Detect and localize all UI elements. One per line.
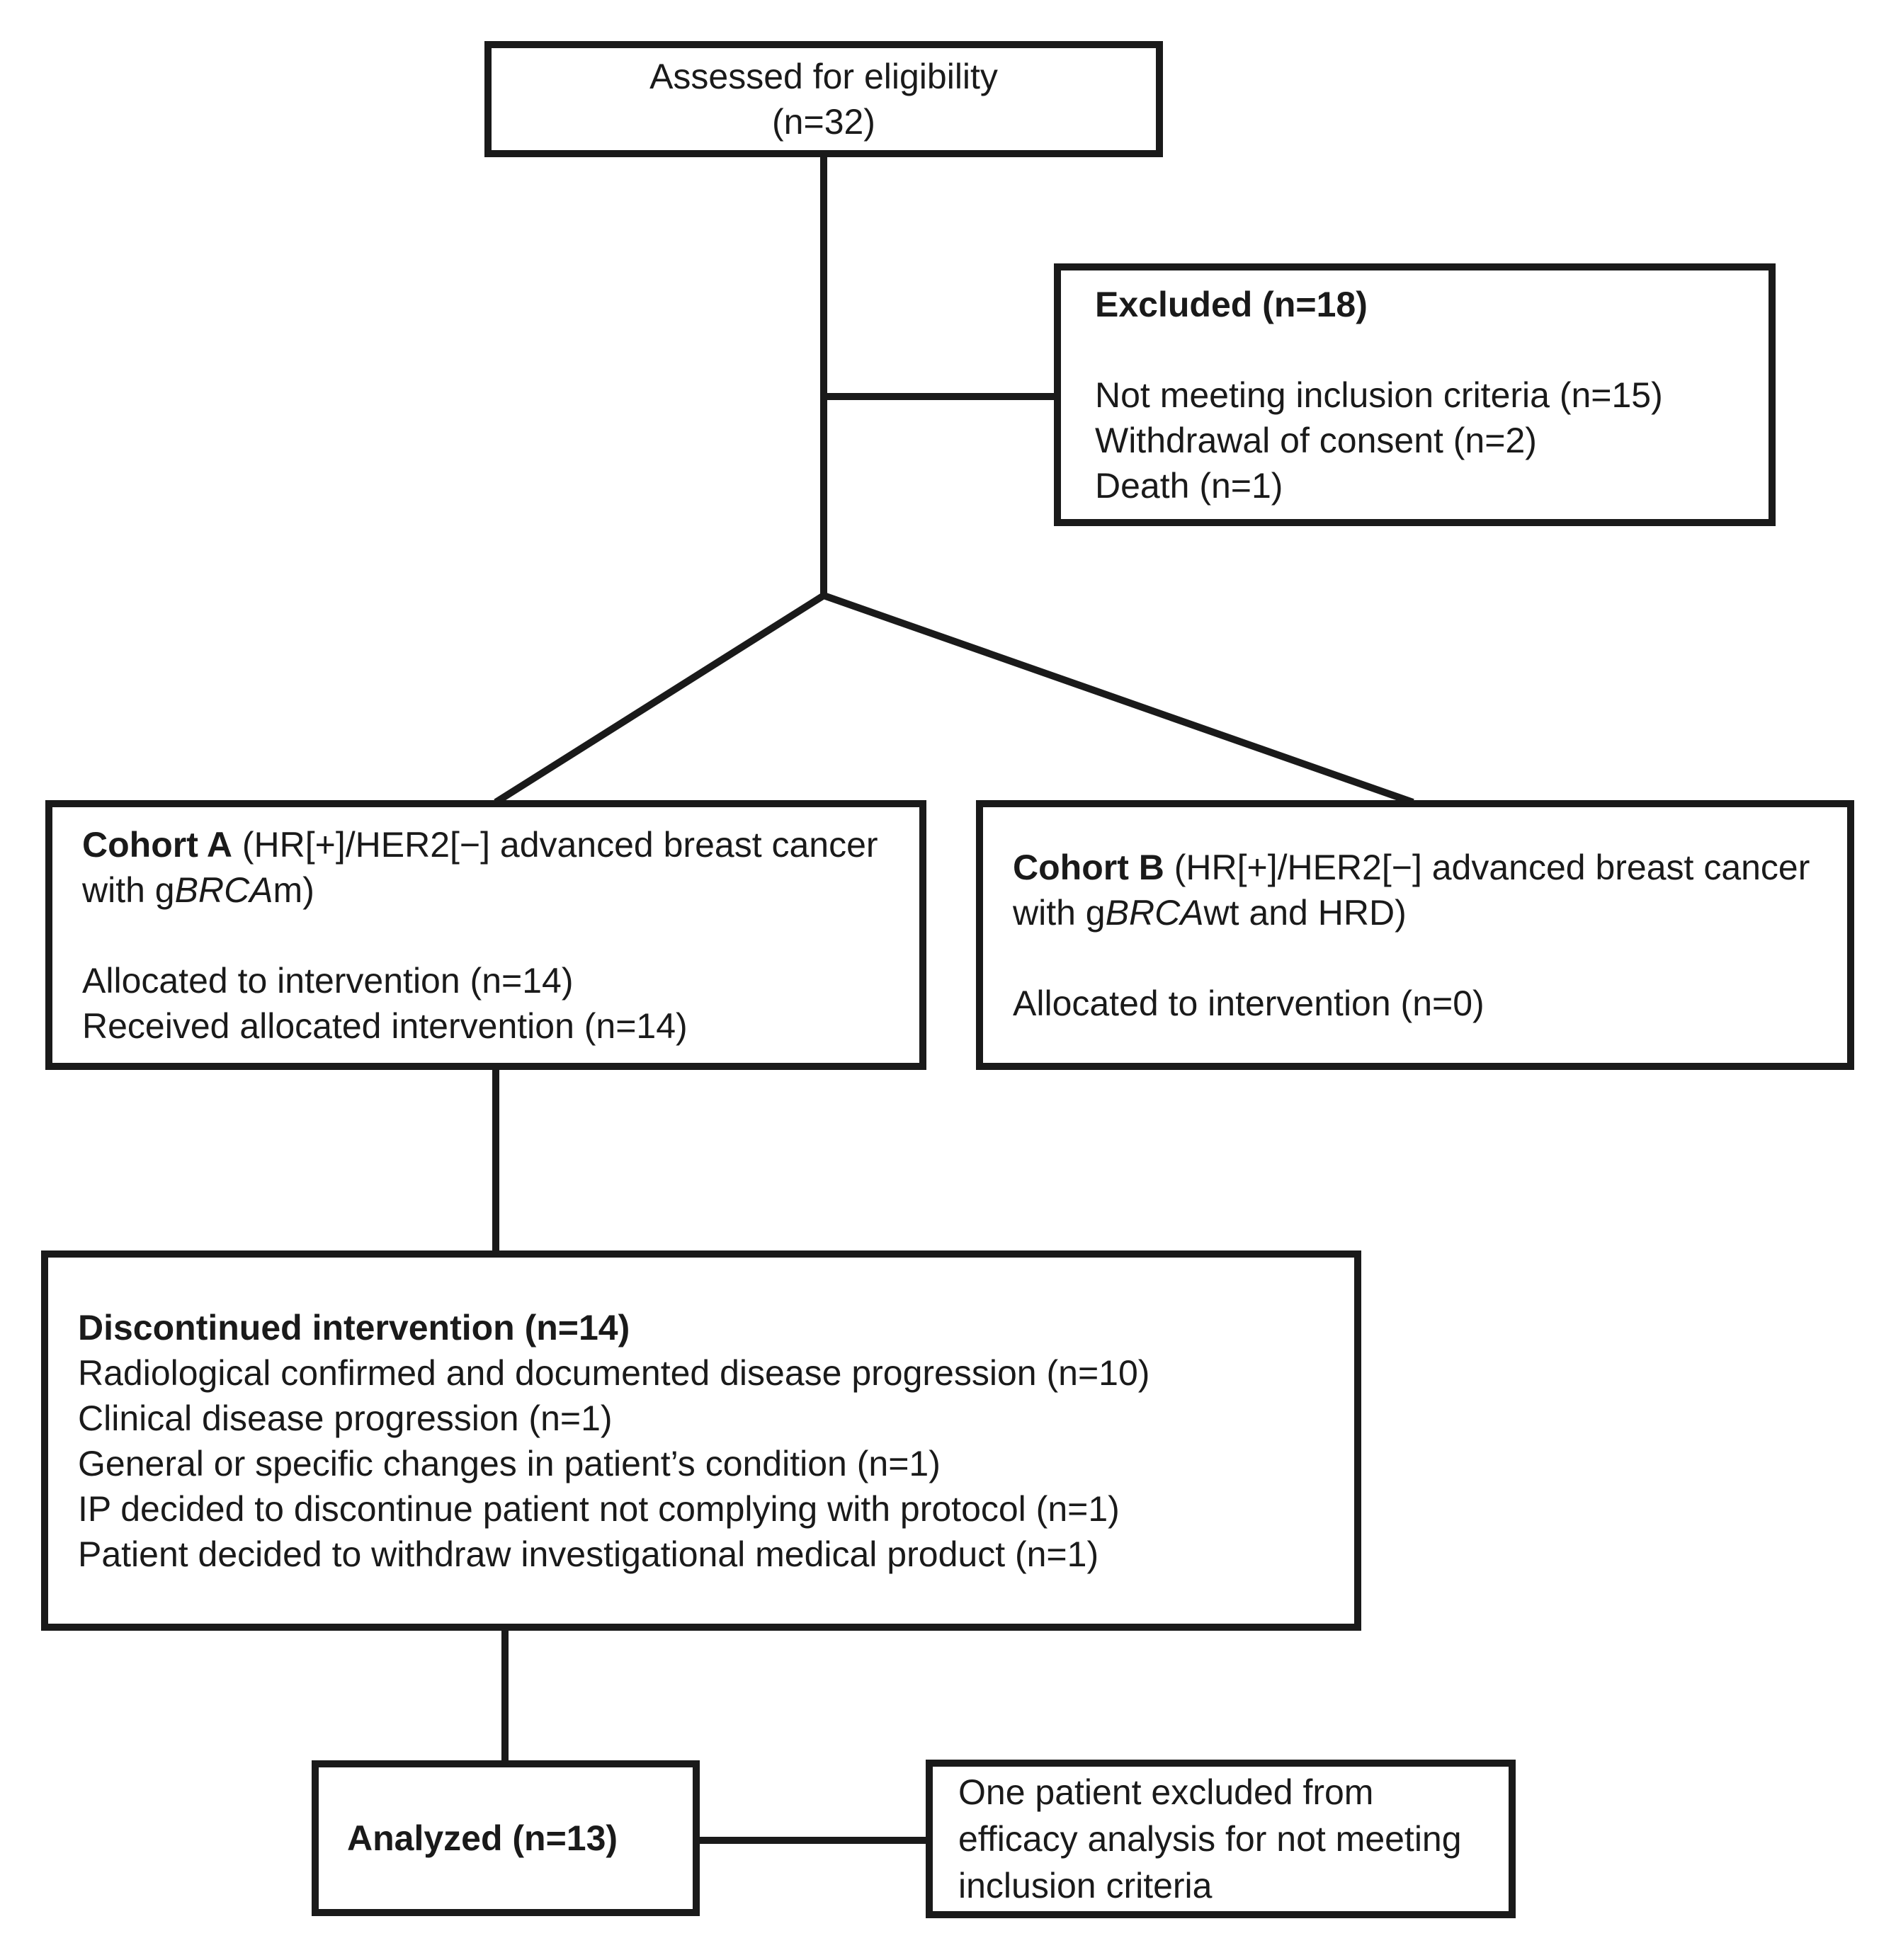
cohort-b-gene: BRCA <box>1105 892 1204 933</box>
excluded-box: Excluded (n=18) Not meeting inclusion cr… <box>1054 263 1776 526</box>
cohort-a-desc-post: m) <box>273 870 314 910</box>
cohort-b-desc-post: wt and HRD) <box>1203 892 1407 933</box>
discontinued-title: Discontinued intervention (n=14) <box>78 1307 630 1348</box>
excluded-item: Death (n=1) <box>1095 465 1283 506</box>
assessed-line1: Assessed for eligibility <box>649 57 998 96</box>
assessed-box: Assessed for eligibility (n=32) <box>484 41 1163 157</box>
cohort-b-name: Cohort B <box>1013 847 1164 887</box>
excluded-item: Withdrawal of consent (n=2) <box>1095 420 1537 460</box>
discontinued-item: IP decided to discontinue patient not co… <box>78 1488 1120 1529</box>
analyzed-box: Analyzed (n=13) <box>312 1760 700 1916</box>
connector-split-right <box>822 592 1414 806</box>
cohort-a-name: Cohort A <box>82 824 232 865</box>
cohort-b-box: Cohort B (HR[+]/HER2[−] advanced breast … <box>976 800 1854 1070</box>
efficacy-note-text: One patient excluded from efficacy analy… <box>958 1772 1462 1905</box>
excluded-title: Excluded (n=18) <box>1095 284 1368 324</box>
discontinued-item: Clinical disease progression (n=1) <box>78 1398 613 1438</box>
discontinued-item: General or specific changes in patient’s… <box>78 1443 941 1483</box>
cohort-b-title: Cohort B (HR[+]/HER2[−] advanced breast … <box>1013 845 1817 935</box>
cohort-a-gene: BRCA <box>174 870 273 910</box>
analyzed-title: Analyzed (n=13) <box>347 1818 618 1858</box>
cohort-a-box: Cohort A (HR[+]/HER2[−] advanced breast … <box>45 800 926 1070</box>
cohort-b-item: Allocated to intervention (n=0) <box>1013 983 1485 1023</box>
cohort-a-item: Allocated to intervention (n=14) <box>82 960 574 1001</box>
discontinued-item: Patient decided to withdraw investigatio… <box>78 1534 1099 1574</box>
cohort-b-desc-pre: (HR[+]/HER2[−] advanced breast cancer wi… <box>1013 847 1810 933</box>
discontinued-box: Discontinued intervention (n=14) Radiolo… <box>41 1250 1361 1631</box>
discontinued-item: Radiological confirmed and documented di… <box>78 1352 1150 1393</box>
cohort-a-item: Received allocated intervention (n=14) <box>82 1005 688 1046</box>
cohort-a-desc-pre: (HR[+]/HER2[−] advanced breast cancer wi… <box>82 824 878 910</box>
cohort-a-title: Cohort A (HR[+]/HER2[−] advanced breast … <box>82 822 890 913</box>
connector-split-left <box>494 592 826 806</box>
assessed-line2: (n=32) <box>772 102 875 142</box>
efficacy-note-box: One patient excluded from efficacy analy… <box>926 1760 1516 1918</box>
excluded-item: Not meeting inclusion criteria (n=15) <box>1095 375 1663 415</box>
